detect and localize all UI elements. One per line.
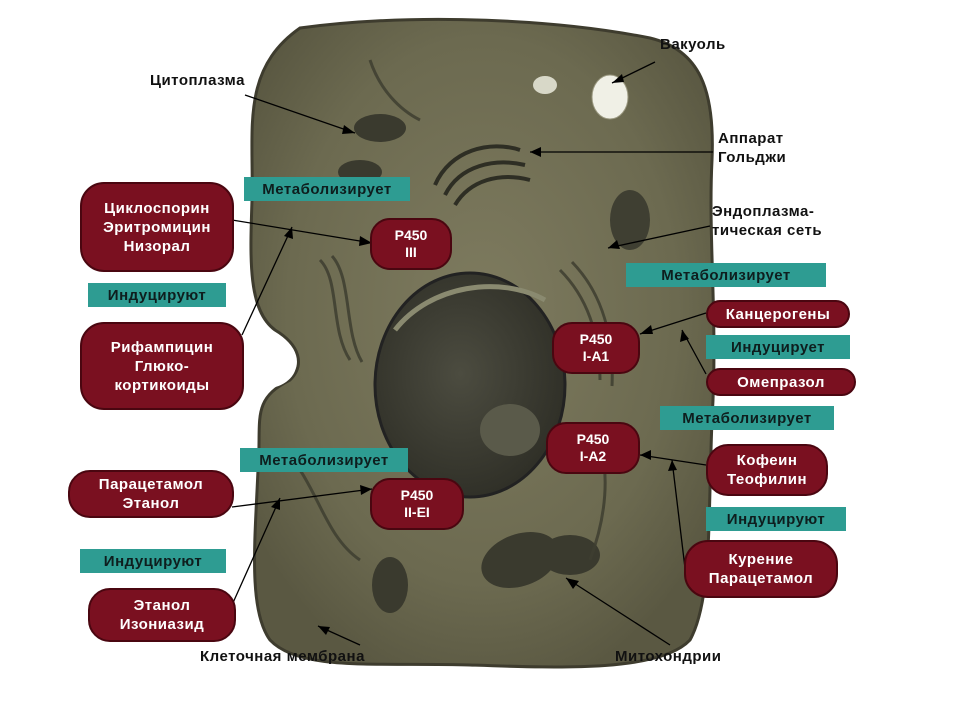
- action-induce-4: Индуцируют: [80, 549, 226, 573]
- drug-name: Низорал: [123, 237, 191, 255]
- action-metabolizes-4: Метаболизирует: [240, 448, 408, 472]
- vacuole-shape: [591, 74, 629, 120]
- drug-name: Омепразол: [737, 373, 825, 391]
- enzyme-name: Р450: [400, 487, 434, 503]
- enzyme-p450-ia2: Р450 I-A2: [546, 422, 640, 474]
- enzyme-subtype: III: [405, 244, 417, 260]
- drug-box-ethanol-isoniazid: Этанол Изониазид: [88, 588, 236, 642]
- label-cytoplasm: Цитоплазма: [150, 72, 245, 89]
- action-induce-2: Индуцирует: [706, 335, 850, 359]
- drug-box-carcinogens: Канцерогены: [706, 300, 850, 328]
- drug-box-rifampicin: Рифампицин Глюко- кортикоиды: [80, 322, 244, 410]
- drug-name: Парацетамол: [708, 570, 814, 587]
- action-metabolizes-1: Метаболизирует: [244, 177, 410, 201]
- action-induce-3: Индуцируют: [706, 507, 846, 531]
- label-er-2: тическая сеть: [712, 222, 823, 239]
- enzyme-subtype: I-A2: [579, 448, 607, 464]
- drug-box-omeprazole: Омепразол: [706, 368, 856, 396]
- drug-box-smoking: Курение Парацетамол: [684, 540, 838, 598]
- drug-name: Курение: [728, 551, 794, 568]
- drug-name: Эритромицин: [103, 218, 211, 236]
- enzyme-p450-iii: Р450 III: [370, 218, 452, 270]
- label-mitochondria: Митохондрии: [615, 648, 722, 665]
- enzyme-p450-iiei: Р450 II-EI: [370, 478, 464, 530]
- drug-name: Теофилин: [726, 471, 808, 488]
- drug-name: Циклоспорин: [104, 199, 210, 217]
- label-golgi-2: Гольджи: [718, 149, 787, 166]
- enzyme-name: Р450: [579, 331, 613, 347]
- enzyme-subtype: II-EI: [404, 504, 430, 520]
- drug-box-caffeine: Кофеин Теофилин: [706, 444, 828, 496]
- drug-name: Изониазид: [119, 616, 205, 633]
- label-vacuole: Вакуоль: [660, 36, 726, 53]
- action-metabolizes-3: Метаболизирует: [660, 406, 834, 430]
- enzyme-p450-ia1: Р450 I-A1: [552, 322, 640, 374]
- pointer-arrowheads: [271, 74, 689, 635]
- drug-name: Глюко-: [134, 357, 190, 375]
- drug-name: Этанол: [133, 597, 191, 614]
- label-golgi-1: Аппарат: [718, 130, 784, 147]
- enzyme-name: Р450: [576, 431, 610, 447]
- action-metabolizes-2: Метаболизирует: [626, 263, 826, 287]
- enzyme-name: Р450: [394, 227, 428, 243]
- enzyme-subtype: I-A1: [582, 348, 610, 364]
- drug-box-paracetamol-ethanol: Парацетамол Этанол: [68, 470, 234, 518]
- drug-name: Парацетамол: [98, 476, 204, 493]
- drug-name: кортикоиды: [114, 376, 210, 394]
- label-membrane: Клеточная мембрана: [200, 648, 365, 665]
- pointer-lines: [231, 61, 713, 646]
- drug-box-cyclosporin: Циклоспорин Эритромицин Низорал: [80, 182, 234, 272]
- drug-name: Канцерогены: [725, 305, 831, 323]
- drug-name: Рифампицин: [110, 338, 214, 356]
- drug-name: Кофеин: [736, 452, 798, 469]
- drug-name: Этанол: [122, 495, 180, 512]
- label-er-1: Эндоплазма-: [712, 203, 815, 220]
- action-induce-1: Индуцируют: [88, 283, 226, 307]
- golgi-shape: [433, 144, 531, 207]
